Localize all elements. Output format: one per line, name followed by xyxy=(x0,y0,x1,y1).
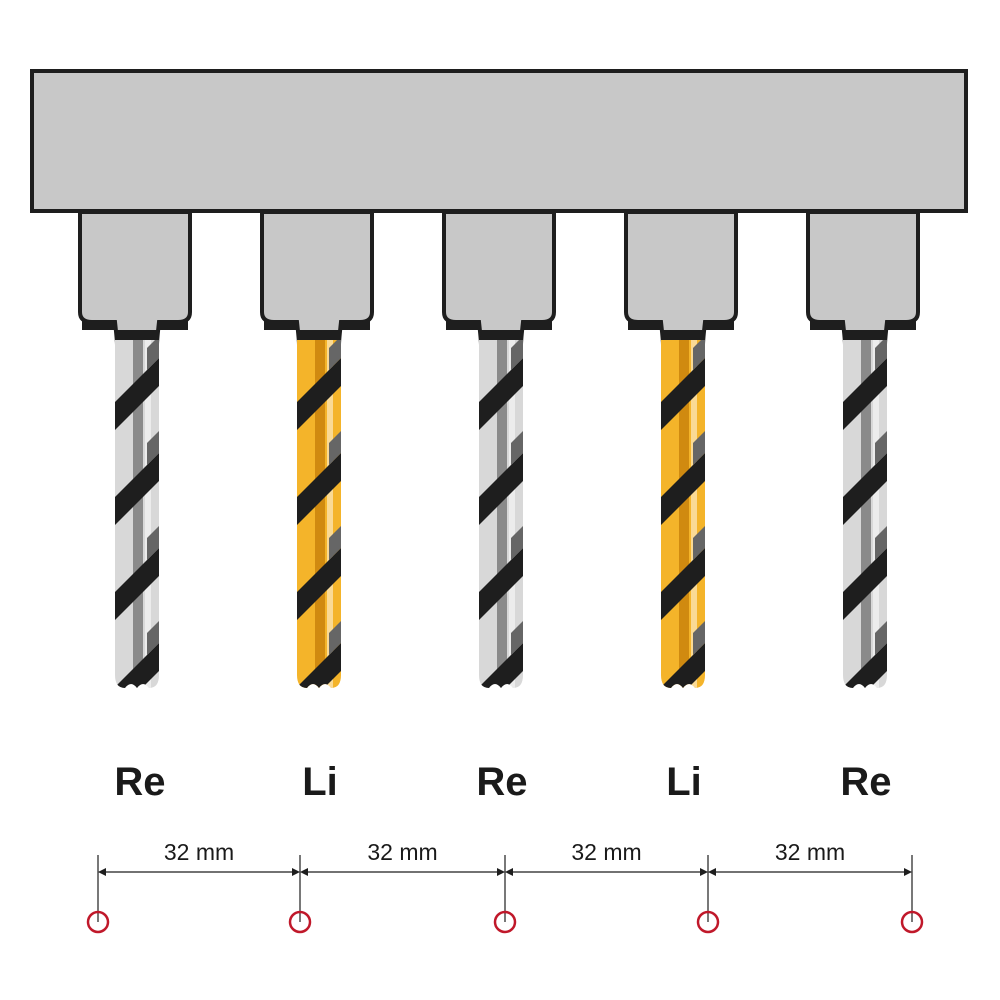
flute xyxy=(297,445,341,533)
drill-bit xyxy=(661,340,705,688)
flute xyxy=(661,635,705,688)
spacing-label: 32 mm xyxy=(775,839,845,865)
rotation-label: Li xyxy=(666,760,702,804)
drill-bit xyxy=(479,340,523,688)
drill-2-left xyxy=(260,210,374,688)
arrow-icon xyxy=(505,868,513,876)
flute xyxy=(115,635,159,688)
hole-marker xyxy=(288,910,312,934)
drill-4-left xyxy=(624,210,738,688)
flute xyxy=(479,350,523,438)
flute xyxy=(479,445,523,533)
drill-bit xyxy=(297,340,341,688)
flute xyxy=(661,540,705,628)
rotation-label: Li xyxy=(302,760,338,804)
arrow-icon xyxy=(300,868,308,876)
arrow-icon xyxy=(497,868,505,876)
flute xyxy=(115,350,159,438)
hole-marker xyxy=(900,910,924,934)
flute xyxy=(661,350,705,438)
arrow-icon xyxy=(700,868,708,876)
rotation-label: Re xyxy=(114,760,165,804)
arrow-icon xyxy=(904,868,912,876)
arrow-icon xyxy=(98,868,106,876)
drill-bit xyxy=(843,340,887,688)
flute xyxy=(297,540,341,628)
flute xyxy=(115,540,159,628)
flute xyxy=(297,635,341,688)
flute xyxy=(843,635,887,688)
drill-head-block xyxy=(30,69,968,213)
hole-marker xyxy=(86,910,110,934)
spacing-label: 32 mm xyxy=(164,839,234,865)
flute xyxy=(479,540,523,628)
flute xyxy=(843,445,887,533)
hole-marker xyxy=(696,910,720,934)
rotation-label: Re xyxy=(476,760,527,804)
flute xyxy=(297,350,341,438)
flute xyxy=(115,445,159,533)
drill-5-right xyxy=(806,210,920,688)
drill-3-right xyxy=(442,210,556,688)
arrow-icon xyxy=(292,868,300,876)
flute xyxy=(661,445,705,533)
flute xyxy=(843,540,887,628)
spacing-label: 32 mm xyxy=(367,839,437,865)
rotation-label: Re xyxy=(840,760,891,804)
arrow-icon xyxy=(708,868,716,876)
hole-marker xyxy=(493,910,517,934)
flute xyxy=(843,350,887,438)
drill-bit xyxy=(115,340,159,688)
spacing-label: 32 mm xyxy=(571,839,641,865)
drill-1-right xyxy=(78,210,192,688)
flute xyxy=(479,635,523,688)
